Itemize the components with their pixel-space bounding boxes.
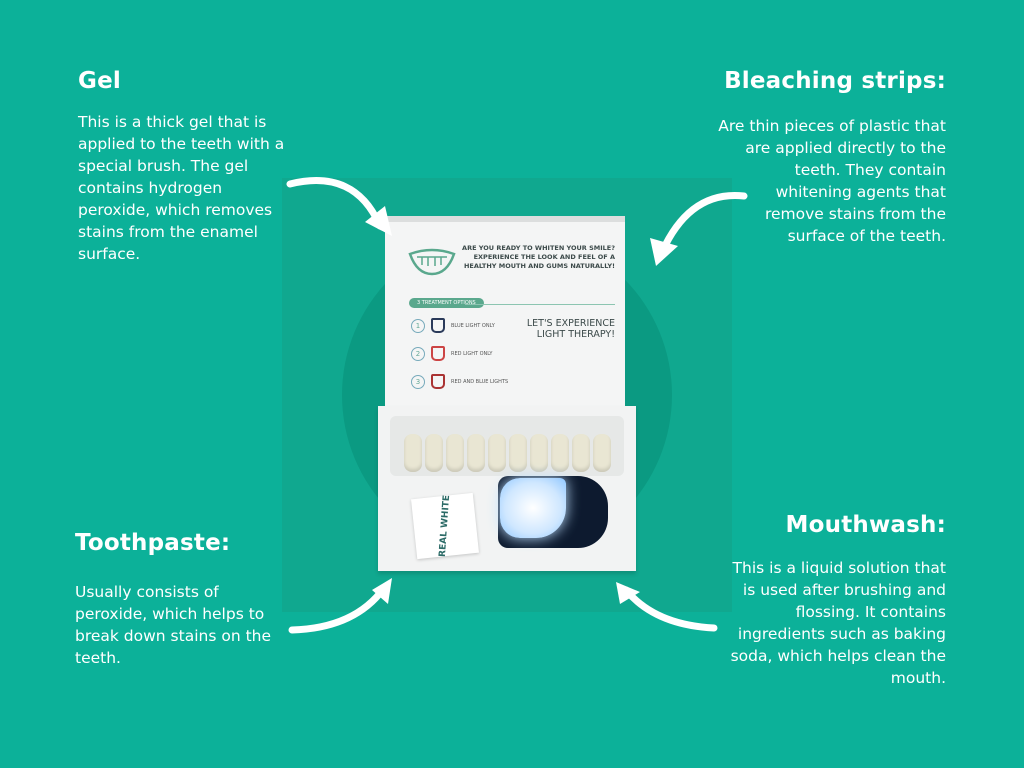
arrow-gel-icon (286, 177, 384, 230)
options-label: 3 TREATMENT OPTIONS (409, 298, 484, 308)
divider (465, 304, 615, 305)
mouthwash-title: Mouthwash: (785, 512, 946, 538)
gel-title: Gel (78, 68, 121, 94)
tray-icon (431, 318, 445, 333)
lid-question: ARE YOU READY TO WHITEN YOUR SMILE? EXPE… (462, 244, 615, 270)
lid-headline: LET'S EXPERIENCE LIGHT THERAPY! (526, 318, 615, 340)
tray-icon (431, 346, 445, 361)
box-base: REAL WHITE (378, 406, 636, 571)
syringe-tray (390, 416, 624, 476)
strips-title: Bleaching strips: (724, 68, 946, 94)
smile-icon (408, 248, 456, 276)
arrow-toothpaste-icon (288, 584, 388, 634)
tray-icon (431, 374, 445, 389)
arrow-mouthwash-icon (622, 586, 718, 632)
led-glow (500, 478, 566, 538)
arrow-strips-icon (658, 191, 748, 256)
box-lid: ARE YOU READY TO WHITEN YOUR SMILE? EXPE… (385, 216, 625, 412)
toothpaste-title: Toothpaste: (75, 530, 231, 556)
